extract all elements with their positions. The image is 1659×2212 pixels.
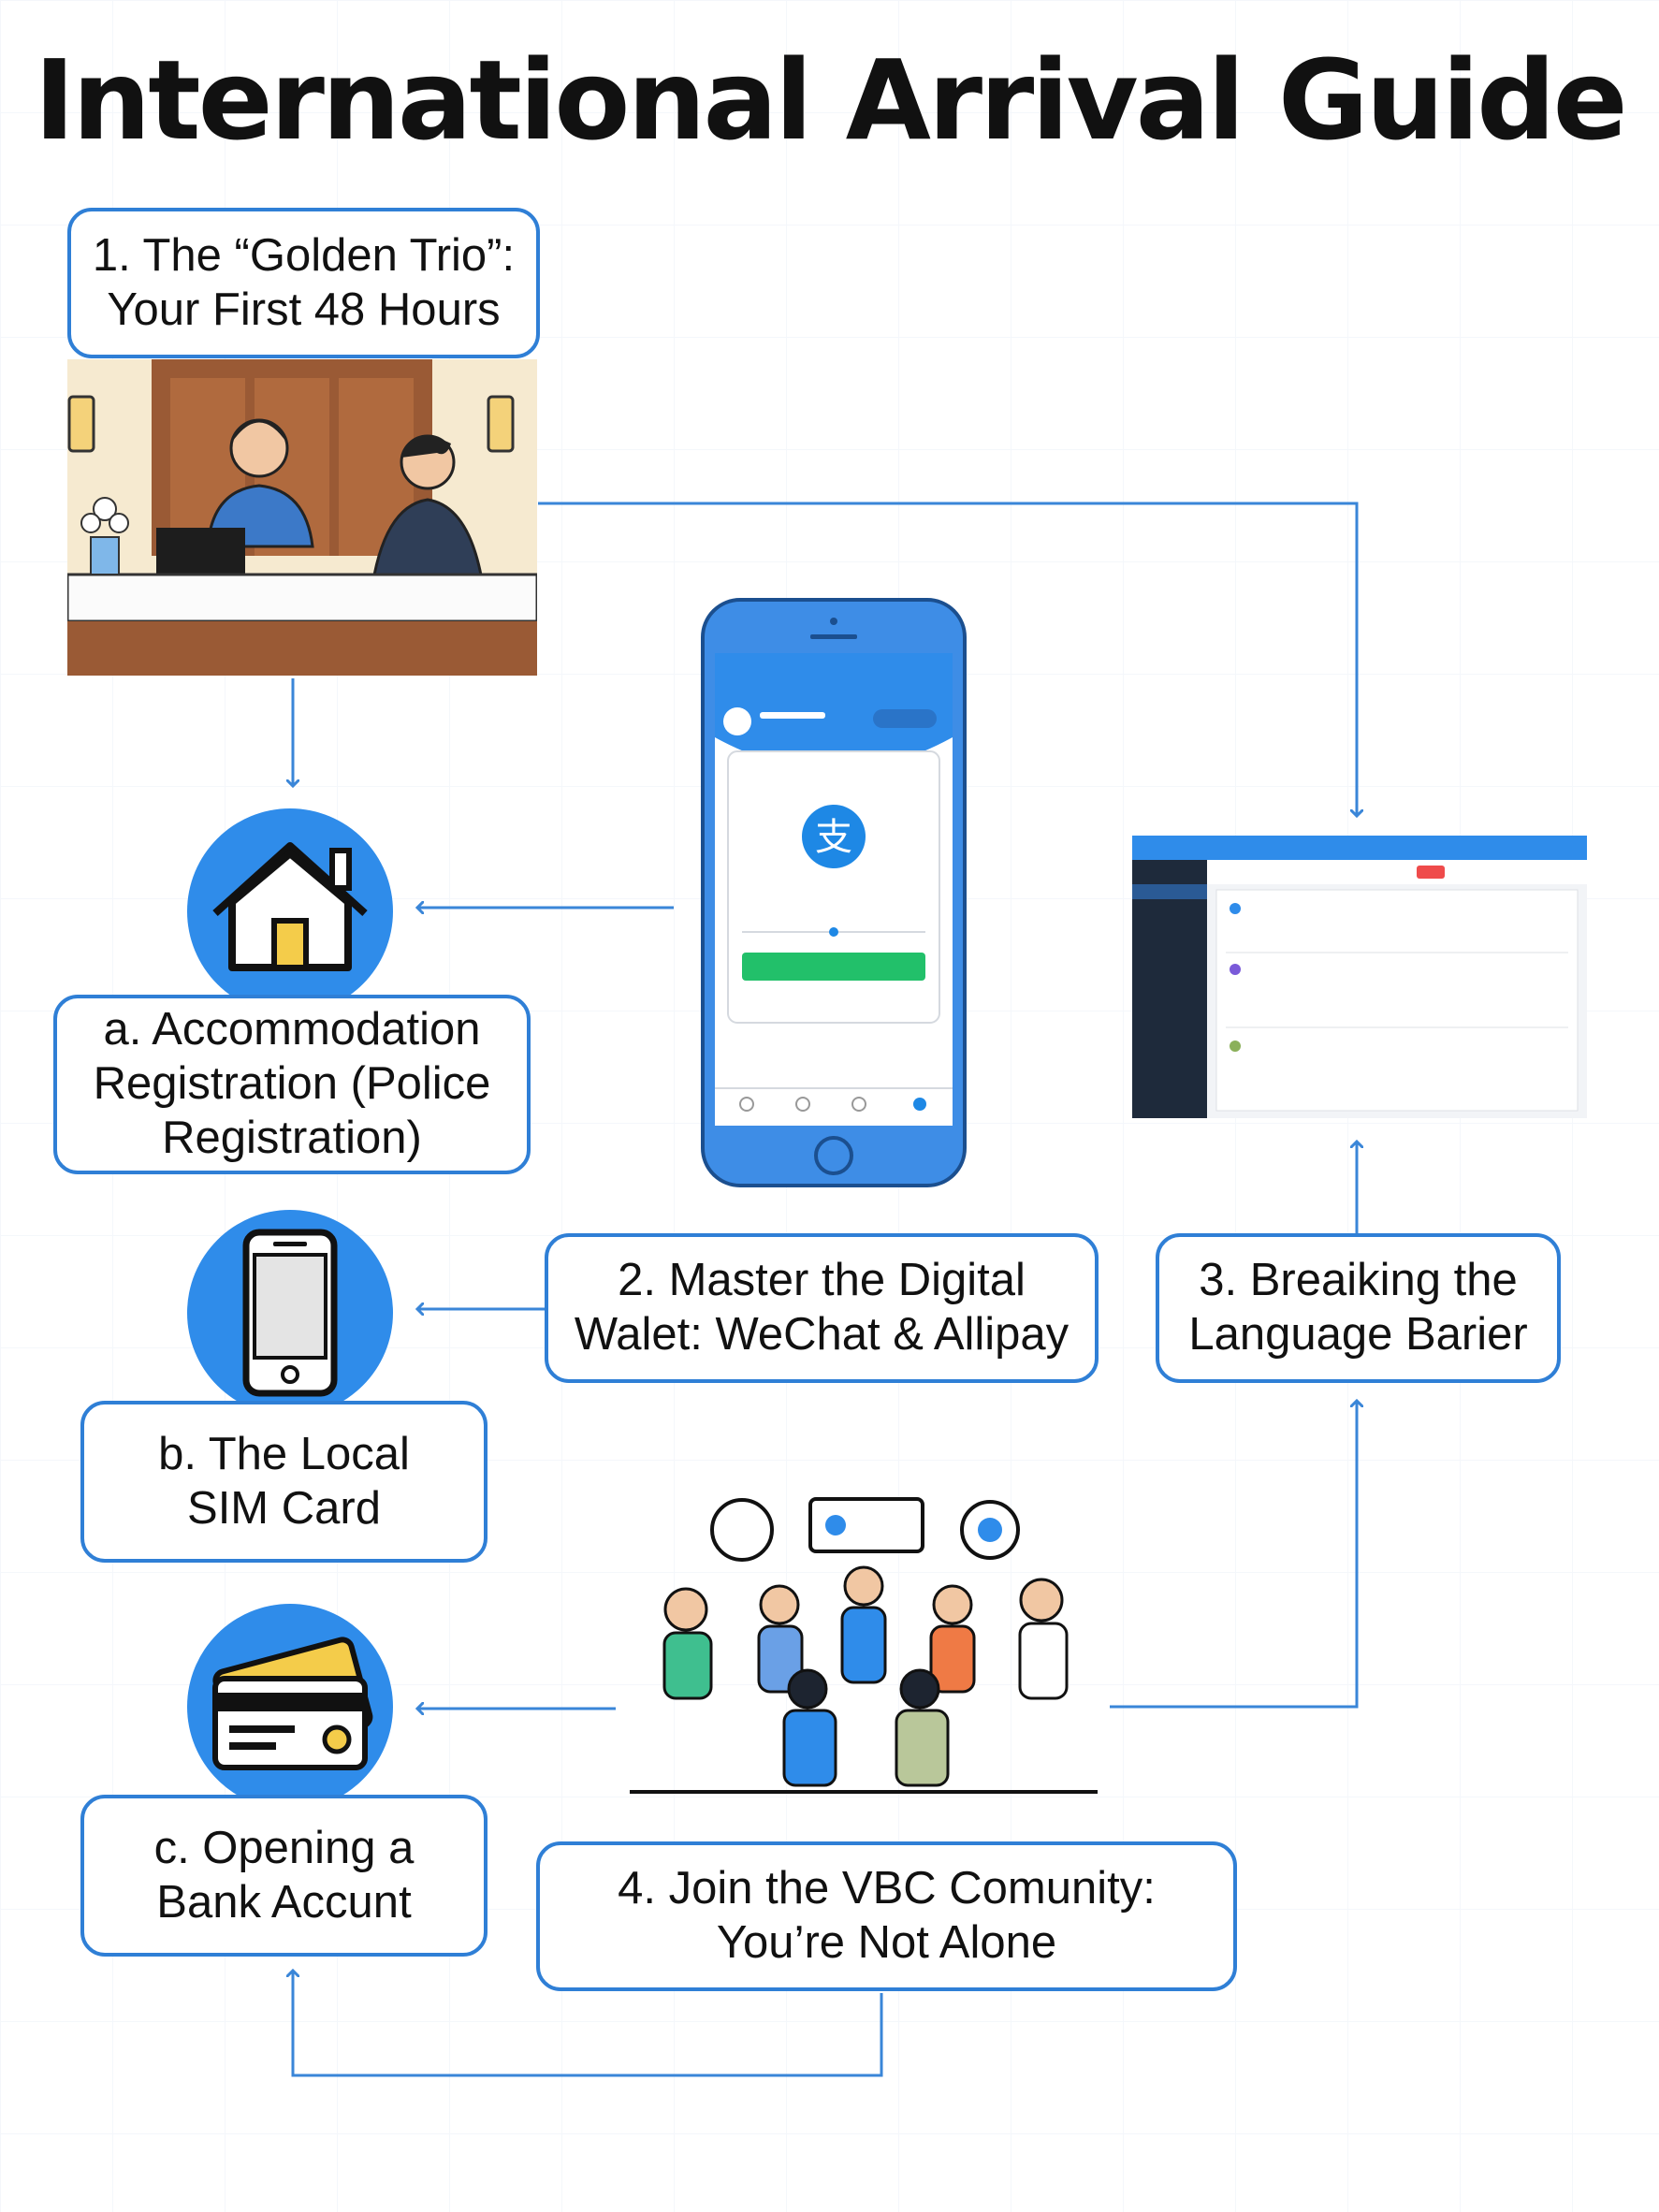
credit-card-icon-circle xyxy=(187,1604,393,1810)
community-group-illustration xyxy=(630,1497,1098,1794)
arrow-step1-to-step3 xyxy=(538,502,1357,816)
translation-dashboard-screenshot xyxy=(1132,836,1587,1118)
substep-c-box: c. Opening a Bank Accunt xyxy=(80,1795,488,1957)
smartphone-icon xyxy=(242,1229,338,1397)
step1-box: 1. The “Golden Trio”: Your First 48 Hour… xyxy=(67,208,540,358)
step4-box: 4. Join the VBC Comunity: You’re Not Alo… xyxy=(536,1841,1237,1991)
smartphone-icon-circle xyxy=(187,1210,393,1416)
step3-box: 3. Breaiking the Language Barier xyxy=(1156,1233,1561,1383)
page-title: International Arrival Guide xyxy=(34,36,1627,165)
step2-box: 2. Master the Digital Walet: WeChat & Al… xyxy=(545,1233,1099,1383)
arrow-community-to-step3 xyxy=(1110,1401,1357,1709)
substep-b-box: b. The Local SIM Card xyxy=(80,1401,488,1563)
wallet-app-phone-mockup: 支 xyxy=(701,598,967,1187)
arrow-step4-to-c xyxy=(293,1971,883,2077)
hotel-reception-illustration xyxy=(67,359,537,676)
alipay-logo-icon: 支 xyxy=(815,816,852,859)
substep-a-box: a. Accommodation Registration (Police Re… xyxy=(53,995,531,1174)
house-icon-circle xyxy=(187,808,393,1014)
house-icon xyxy=(212,842,368,971)
credit-card-icon xyxy=(212,1637,373,1770)
